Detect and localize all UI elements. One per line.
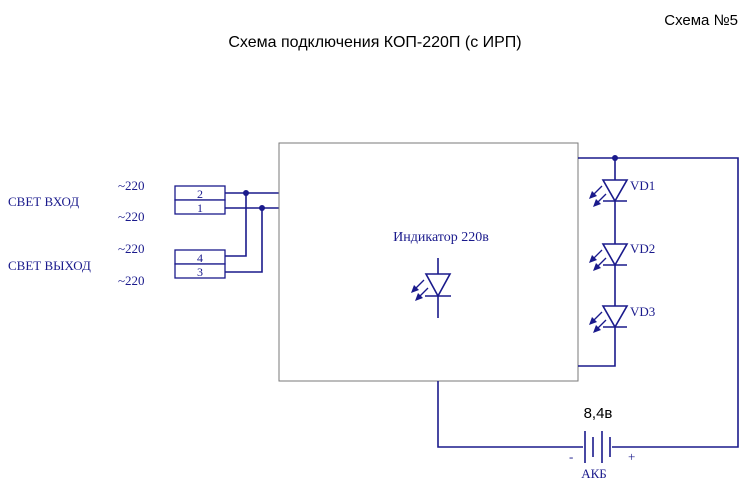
- terminal-block-in: 2 1: [174, 185, 226, 215]
- junction-dot: [259, 205, 265, 211]
- device-box: [278, 142, 579, 382]
- led-vd2-icon: [589, 243, 629, 271]
- led-vd1-label: VD1: [630, 178, 655, 193]
- battery-plus: +: [628, 449, 635, 464]
- battery-voltage: 8,4в: [584, 405, 613, 422]
- led-vd1-icon: [589, 179, 629, 207]
- led-vd3-label: VD3: [630, 304, 655, 319]
- terminal-block-out: 4 3: [174, 249, 226, 279]
- battery-icon: [584, 431, 611, 463]
- voltage-label-1: ~220: [118, 178, 145, 193]
- voltage-label-2: ~220: [118, 209, 145, 224]
- light-out-label: СВЕТ ВЫХОД: [8, 258, 91, 273]
- indicator-led-icon: [411, 258, 452, 318]
- terminal-4-label: 4: [197, 251, 203, 265]
- junction-dot: [612, 155, 618, 161]
- battery-circuit: 8,4в - + АКБ: [437, 381, 635, 481]
- light-in-label: СВЕТ ВХОД: [8, 194, 79, 209]
- terminal-2-label: 2: [197, 187, 203, 201]
- scheme-number: Схема №5: [664, 12, 738, 29]
- voltage-label-4: ~220: [118, 273, 145, 288]
- voltage-label-3: ~220: [118, 241, 145, 256]
- diagram-title: Схема подключения КОП-220П (с ИРП): [228, 34, 521, 51]
- terminal-1: [174, 199, 226, 215]
- terminal-3: [174, 263, 226, 279]
- terminal-1-label: 1: [197, 201, 203, 215]
- junction-dot: [243, 190, 249, 196]
- terminal-3-label: 3: [197, 265, 203, 279]
- input-wiring: [225, 190, 279, 273]
- battery-minus: -: [569, 449, 573, 464]
- led-vd3-icon: [589, 305, 629, 333]
- battery-label: АКБ: [581, 466, 607, 481]
- led-vd2-label: VD2: [630, 241, 655, 256]
- indicator-label: Индикатор 220в: [393, 230, 489, 245]
- led-chain: VD1 VD2 VD3: [578, 155, 739, 448]
